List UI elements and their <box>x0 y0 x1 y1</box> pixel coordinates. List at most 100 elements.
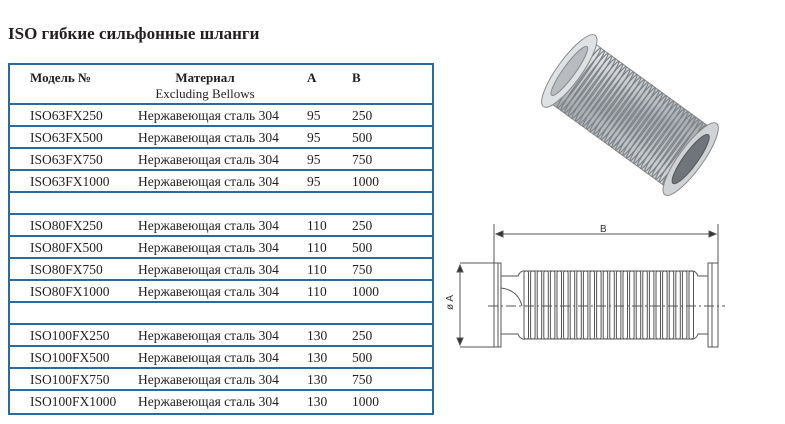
drawing-rib <box>589 270 595 340</box>
product-table: Модель № Материал Excluding Bellows A B … <box>8 63 434 415</box>
bellows-rib <box>643 110 689 173</box>
drawing-rib <box>602 270 609 340</box>
drawing-rib <box>582 270 589 340</box>
table-row: ISO63FX1000 Нержавеющая сталь 304 95 1000 <box>10 171 432 193</box>
drawing-rib <box>675 270 681 340</box>
bellows-rib <box>603 81 649 143</box>
cell-a: 130 <box>307 372 328 387</box>
cell-a: 95 <box>307 108 321 123</box>
cell-model: ISO100FX250 <box>30 328 110 343</box>
bellows-rib <box>629 100 675 162</box>
cell-b: 250 <box>352 108 373 123</box>
dimension-b-label: B <box>600 224 607 235</box>
drawing-rib <box>576 270 582 340</box>
page-title: ISO гибкие сильфонные шланги <box>8 24 260 43</box>
bellows-rib <box>574 60 620 122</box>
table-header: Модель № Материал Excluding Bellows A B <box>10 65 432 105</box>
cell-material: Нержавеющая сталь 304 <box>138 284 279 299</box>
cell-b: 750 <box>352 372 373 387</box>
cell-material: Нержавеющая сталь 304 <box>138 130 279 145</box>
bellows-rib <box>614 89 660 151</box>
drawing-rib <box>648 270 655 340</box>
cell-b: 500 <box>352 240 373 255</box>
bellows-rib <box>589 71 635 133</box>
cell-model: ISO80FX500 <box>30 240 103 255</box>
cell-model: ISO100FX750 <box>30 372 110 387</box>
cell-model: ISO63FX500 <box>30 130 103 145</box>
drawing-rib <box>609 270 615 340</box>
cell-material: Нержавеющая сталь 304 <box>138 262 279 277</box>
cell-b: 750 <box>352 262 373 277</box>
bellows-rib <box>647 113 693 175</box>
cell-a: 130 <box>307 350 328 365</box>
cell-a: 110 <box>307 262 327 277</box>
drawing-rib <box>615 270 622 340</box>
bellows-rib <box>596 76 642 138</box>
cell-model: ISO80FX750 <box>30 262 103 277</box>
table-row: ISO100FX750 Нержавеющая сталь 304 130 750 <box>10 369 432 391</box>
cell-material: Нержавеющая сталь 304 <box>138 174 279 189</box>
cell-b: 250 <box>352 328 373 343</box>
cell-model: ISO100FX1000 <box>30 394 117 409</box>
drawing-rib <box>688 270 694 340</box>
cell-model: ISO63FX1000 <box>30 174 110 189</box>
bellows-rib <box>633 102 678 165</box>
bellows-rib <box>578 63 624 125</box>
bellows-rib <box>560 50 606 112</box>
bellows-rib <box>640 108 686 170</box>
header-model: Модель № <box>30 70 92 85</box>
cell-a: 130 <box>307 394 328 409</box>
cell-a: 110 <box>307 218 327 233</box>
bellows-rib <box>585 68 631 130</box>
bellows-rib <box>571 57 617 120</box>
cell-b: 750 <box>352 152 373 167</box>
bellows-rib <box>611 87 657 149</box>
cell-a: 110 <box>307 284 327 299</box>
cell-model: ISO63FX250 <box>30 108 103 123</box>
bellows-rib <box>622 94 668 157</box>
drawing-rib <box>668 270 675 340</box>
bellows-rib <box>567 55 613 117</box>
cell-a: 95 <box>307 130 321 145</box>
table-row-spacer <box>10 303 432 325</box>
drawing-rib <box>681 270 688 340</box>
drawing-rib <box>530 270 536 340</box>
cell-model: ISO63FX750 <box>30 152 103 167</box>
drawing-rib <box>569 270 576 340</box>
header-b: B <box>352 70 361 85</box>
cell-material: Нержавеющая сталь 304 <box>138 240 279 255</box>
cell-material: Нержавеющая сталь 304 <box>138 152 279 167</box>
cell-b: 1000 <box>352 174 379 189</box>
drawing-rib <box>543 270 549 340</box>
header-material: Материал Excluding Bellows <box>120 70 290 102</box>
header-material-sub: Excluding Bellows <box>155 86 255 101</box>
cell-a: 110 <box>307 240 327 255</box>
bellows-rib <box>625 97 671 159</box>
cell-a: 95 <box>307 174 321 189</box>
cell-model: ISO100FX500 <box>30 350 110 365</box>
bellows-rib <box>651 116 697 178</box>
table-row: ISO80FX500 Нержавеющая сталь 304 110 500 <box>10 237 432 259</box>
bellows-rib <box>582 65 627 128</box>
drawing-rib <box>622 270 628 340</box>
cell-material: Нержавеющая сталь 304 <box>138 394 279 409</box>
cell-b: 1000 <box>352 394 379 409</box>
drawing-rib <box>549 270 556 340</box>
drawing-rib <box>556 270 562 340</box>
cell-material: Нержавеющая сталь 304 <box>138 328 279 343</box>
drawing-rib <box>655 270 661 340</box>
table-row: ISO100FX1000 Нержавеющая сталь 304 130 1000 <box>10 391 432 413</box>
cell-model: ISO80FX1000 <box>30 284 110 299</box>
cell-material: Нержавеющая сталь 304 <box>138 372 279 387</box>
cell-b: 250 <box>352 218 373 233</box>
bellows-rib <box>563 52 609 114</box>
cell-material: Нержавеющая сталь 304 <box>138 218 279 233</box>
bellows-hose-image <box>541 34 719 196</box>
drawing-rib <box>523 270 529 340</box>
